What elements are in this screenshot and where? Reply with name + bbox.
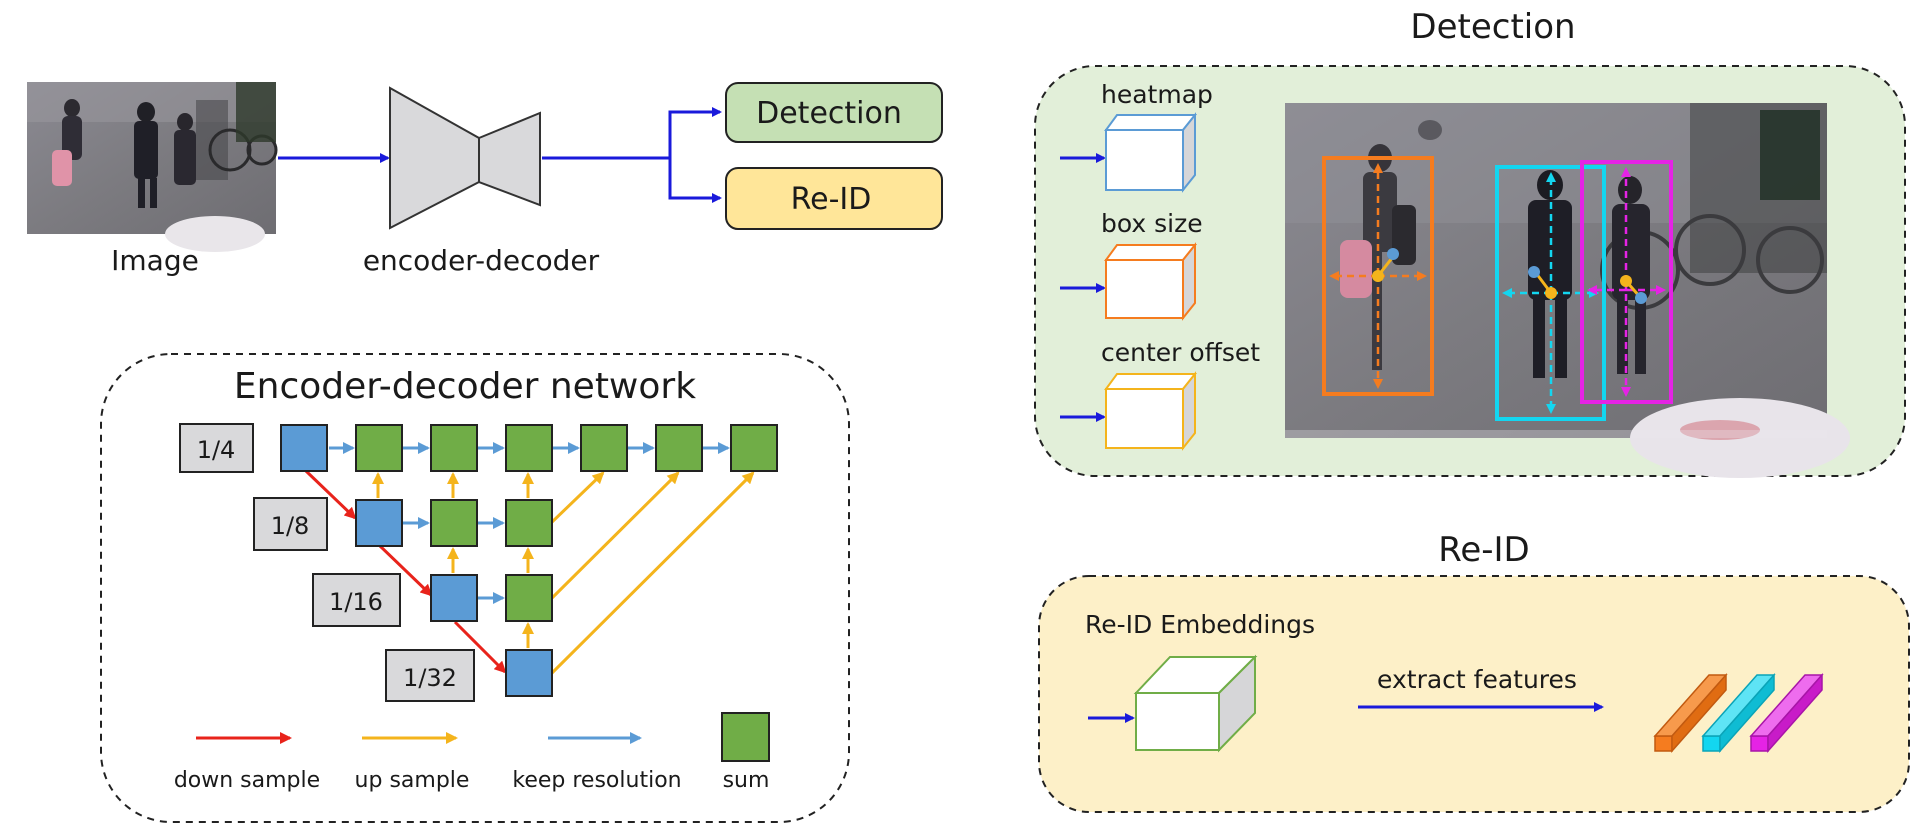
scale-box-1-8 [253,497,328,551]
reid-embedding-cube [1133,654,1258,753]
bbox-magenta [1580,160,1673,404]
feature-vector-orange [1653,673,1728,753]
sum-node [355,424,403,472]
scale-box-1-16 [312,573,401,627]
feature-vector-magenta [1749,673,1824,753]
detection-title: Detection [1410,7,1575,47]
enc-node-1 [280,424,328,472]
detection-box [725,82,943,143]
sum-node [505,424,553,472]
scale-1-32: 1/32 [403,664,457,692]
extract-features-label: extract features [1377,665,1577,694]
head-heatmap-label: heatmap [1101,80,1213,109]
scale-box-1-4 [179,423,254,473]
scale-1-16: 1/16 [329,588,383,616]
head-offset-label: center offset [1101,338,1260,367]
legend-sum: sum [723,768,770,793]
encoder-decoder-shape [389,86,541,230]
input-image [27,82,278,252]
reid-title: Re-ID [1438,530,1530,570]
network-nodes [280,424,778,697]
enc-node-2 [355,499,403,547]
legend-up: up sample [355,768,470,793]
network-arrows [304,442,755,675]
network-legend: down sample up sample keep resolution su… [174,712,770,793]
detection-heads: heatmap box size center offset [1060,80,1260,451]
network-title: Encoder-decoder network [234,366,696,407]
head-boxsize-label: box size [1101,209,1203,238]
sum-node [505,574,553,622]
to-detection-arrow [542,107,722,160]
sum-node [730,424,778,472]
sum-node [580,424,628,472]
sum-node [430,499,478,547]
scale-labels: 1/4 1/8 1/16 1/32 [179,423,475,702]
bbox-orange [1322,156,1434,396]
encdec-label: encoder-decoder [363,244,600,277]
sum-node [655,424,703,472]
legend-down: down sample [174,768,320,793]
network-panel [100,353,850,823]
reid-embeddings-label: Re-ID Embeddings [1085,610,1315,639]
scale-1-4: 1/4 [197,436,236,464]
image-label: Image [111,244,199,277]
to-reid-arrow [668,158,722,203]
bounding-boxes [1322,156,1673,421]
detection-box-label: Detection [756,96,902,131]
enc-node-4 [505,649,553,697]
sum-node [430,424,478,472]
legend-keep: keep resolution [512,768,681,793]
sum-node [505,499,553,547]
reid-panel [1038,575,1910,813]
feature-vectors [1653,673,1824,753]
reid-box [725,167,943,230]
reid-box-label: Re-ID [791,182,872,217]
scale-box-1-32 [385,649,475,702]
feature-vector-cyan [1701,673,1776,753]
legend-sum-square [721,712,770,762]
bbox-cyan [1495,165,1606,421]
enc-node-3 [430,574,478,622]
scale-1-8: 1/8 [271,512,310,540]
